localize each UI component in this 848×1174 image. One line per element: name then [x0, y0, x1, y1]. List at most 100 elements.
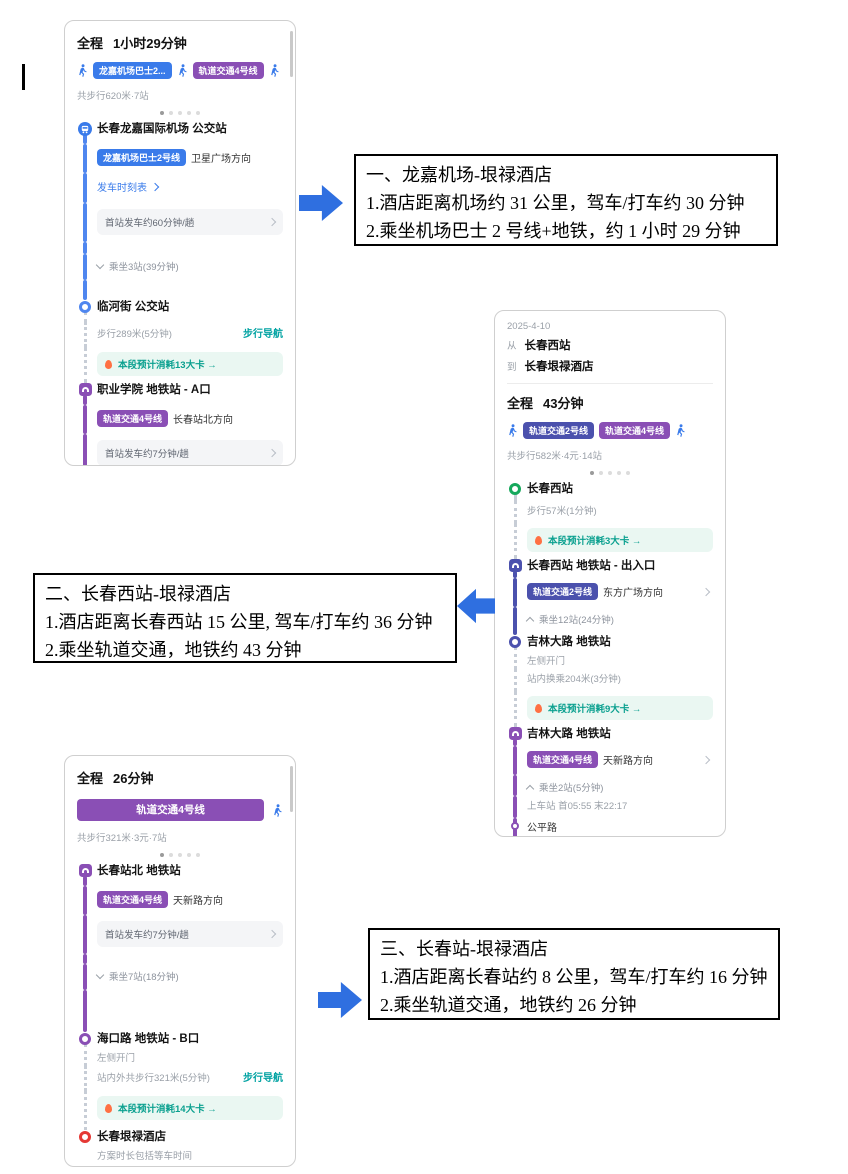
frequency-label: 首站发车约7分钟/趟: [105, 449, 189, 460]
metro-line-segment: [513, 739, 517, 746]
ride-stops-toggle[interactable]: 乘坐3站(39分钟): [95, 259, 283, 273]
chevron-right-icon: [267, 929, 277, 939]
metro-line-segment: [513, 578, 517, 607]
timeline-rail: [77, 434, 97, 465]
timetable-link[interactable]: 发车时刻表: [97, 179, 160, 194]
timeline-rail: [77, 347, 97, 383]
intermediate-station-marker: [511, 822, 519, 830]
route-meta: 共步行582米·4元·14站: [507, 451, 603, 462]
walking-icon: [677, 424, 685, 437]
timeline-spacer: [77, 280, 283, 300]
calorie-banner[interactable]: 本段预计消耗3大卡 →: [527, 528, 713, 552]
bus-station-marker: [78, 122, 92, 136]
dot: [160, 111, 164, 115]
pagination-dots: [507, 471, 713, 475]
chevron-right-icon[interactable]: [701, 587, 711, 596]
timeline-rail: [77, 1066, 97, 1091]
timeline-line-row: 本段预计消耗14大卡 →: [77, 1091, 283, 1130]
tag-metro-line4[interactable]: 轨道交通4号线: [77, 799, 264, 821]
ride-label: 乘坐12站(24分钟): [539, 615, 614, 626]
ride-stops-toggle[interactable]: 乘坐2站(5分钟): [525, 780, 713, 794]
timeline-station-row: 海口路 地铁站 - B口左侧开门: [77, 1032, 283, 1066]
station-name: 长春西站: [527, 483, 573, 495]
tag-metro-line4[interactable]: 轨道交通4号线: [599, 422, 671, 439]
dot: [617, 471, 621, 475]
timeline-line-row: 轨道交通4号线 天新路方向: [77, 886, 283, 915]
metro-line-segment: [83, 964, 87, 990]
timeline-rail: [77, 300, 97, 322]
timeline-line-row: 上车站 首05:55 末22:17: [507, 796, 713, 818]
timeline-station-row: 长春站北 地铁站: [77, 864, 283, 886]
timeline-line-row: 乘坐3站(39分钟): [77, 254, 283, 280]
timeline-line-row: 乘坐12站(24分钟): [507, 607, 713, 635]
timeline-rail: [507, 775, 527, 796]
first-departure-info[interactable]: 首站发车约7分钟/趟: [97, 440, 283, 465]
timeline-spacer: [77, 954, 283, 964]
timeline-spacer: [77, 242, 283, 254]
timeline-rail: [77, 144, 97, 173]
to-value[interactable]: 长春垠禄酒店: [524, 361, 594, 373]
first-departure-info[interactable]: 首站发车约60分钟/趟: [97, 209, 283, 235]
calorie-label: 本段预计消耗14大卡 →: [118, 1104, 217, 1115]
note-line: 2.乘坐机场巴士 2 号线+地铁，约 1 小时 29 分钟: [366, 221, 741, 241]
station-name: 长春龙嘉国际机场 公交站: [97, 123, 227, 135]
route-summary-header: 全程 1小时29分钟: [77, 33, 283, 52]
from-value[interactable]: 长春西站: [524, 340, 571, 352]
chevron-down-icon: [95, 260, 105, 269]
calorie-banner[interactable]: 本段预计消耗9大卡 →: [527, 696, 713, 720]
timeline-rail: [507, 669, 527, 691]
chevron-right-icon[interactable]: [701, 755, 711, 764]
line-badge: 轨道交通4号线: [97, 891, 169, 908]
dot: [169, 111, 173, 115]
total-duration: 1小时29分钟: [113, 36, 187, 51]
note-line: 1.酒店距离长春站约 8 公里，驾车/打车约 16 分钟: [380, 967, 768, 987]
scrollbar[interactable]: [290, 31, 293, 77]
timeline-rail: [507, 727, 527, 746]
walk-distance: 站内外共步行321米(5分钟): [97, 1072, 210, 1084]
timeline-rail: [507, 482, 527, 501]
timeline-rail: [77, 915, 97, 954]
tag-metro-line2[interactable]: 轨道交通2号线: [523, 422, 595, 439]
route-timeline: 长春西站 步行57米(1分钟) 本段预计消耗3大卡 → 长春西站 地铁站 - 出…: [507, 482, 713, 836]
tag-metro-line4[interactable]: 轨道交通4号线: [192, 62, 264, 79]
walk-nav-button[interactable]: 步行导航: [243, 329, 283, 340]
metro-line-segment: [83, 405, 87, 434]
calorie-banner[interactable]: 本段预计消耗14大卡 →: [97, 1096, 283, 1120]
pagination-dots: [77, 853, 283, 857]
line-badge: 轨道交通4号线: [527, 751, 599, 768]
tag-airport-bus-line2[interactable]: 龙嘉机场巴士2...: [93, 62, 172, 79]
note-line: 1.酒店距离长春西站 15 公里, 驾车/打车约 36 分钟: [45, 612, 433, 632]
route-meta: 共步行620米·7站: [77, 91, 149, 102]
timeline-line-row: 步行289米(5分钟)步行导航: [77, 322, 283, 347]
screenshot-route-west-station: 2025-4-10 从 长春西站 到 长春垠禄酒店 全程 43分钟 轨道交通2号…: [494, 310, 726, 837]
timeline-rail: [77, 173, 97, 203]
timeline-rail: [77, 322, 97, 347]
chevron-right-icon: [267, 448, 277, 458]
ride-stops-toggle[interactable]: 乘坐12站(24分钟): [525, 612, 713, 626]
walking-icon: [79, 64, 87, 77]
timeline-rail: [77, 405, 97, 434]
ride-stops-toggle[interactable]: 乘坐7站(18分钟): [95, 969, 283, 983]
bus-line-segment: [83, 144, 87, 173]
chevron-right-icon: [150, 182, 160, 191]
metro-line-segment: [83, 886, 87, 915]
note-west-station-hotel: 二、长春西站-垠禄酒店 1.酒店距离长春西站 15 公里, 驾车/打车约 36 …: [33, 573, 457, 663]
timeline-station-row: 长春西站: [507, 482, 713, 501]
calorie-banner[interactable]: 本段预计消耗13大卡 →: [97, 352, 283, 376]
to-row: 到 长春垠禄酒店: [507, 358, 713, 374]
first-departure-info[interactable]: 首站发车约7分钟/趟: [97, 921, 283, 947]
metro-line-segment: [83, 876, 87, 886]
metro-line-segment: [83, 915, 87, 954]
walk-nav-button[interactable]: 步行导航: [243, 1073, 283, 1084]
dot: [160, 853, 164, 857]
route-timeline: 长春龙嘉国际机场 公交站 龙嘉机场巴士2号线 卫星广场方向 发车时刻表 首站发车…: [77, 122, 283, 465]
timeline-line-row: 首站发车约7分钟/趟: [77, 915, 283, 954]
divider: [507, 383, 713, 384]
dot: [196, 111, 200, 115]
flow-arrow-left-2: [457, 588, 495, 624]
walk-dotted-segment: [84, 312, 87, 322]
line-badge: 轨道交通2号线: [527, 583, 599, 600]
screenshot-route-north-station: 全程 26分钟 轨道交通4号线 共步行321米·3元·7站 长春站北 地铁站 轨…: [64, 755, 296, 1167]
metro-station-marker: [78, 383, 92, 396]
scrollbar[interactable]: [290, 766, 293, 812]
